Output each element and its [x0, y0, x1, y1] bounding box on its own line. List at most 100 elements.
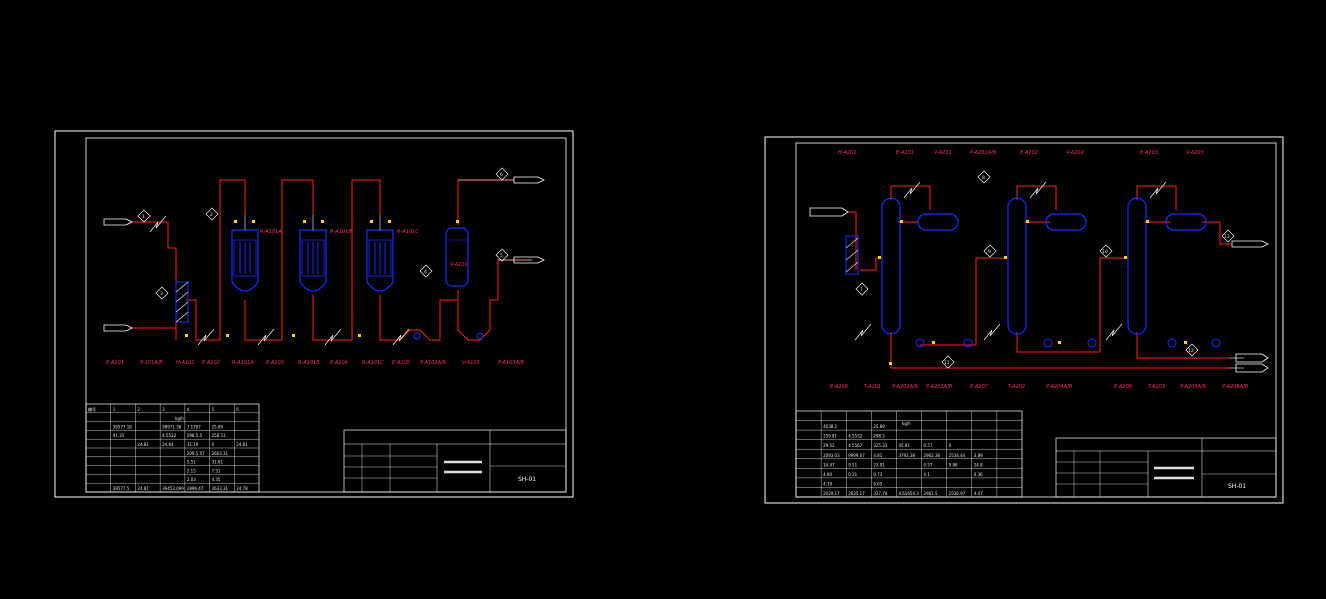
sheet-2-table-cell: 9.51	[848, 462, 857, 467]
sheet-1-table-cell: 31.61	[212, 460, 224, 465]
sheet-2-arrows	[809, 207, 1269, 373]
sheet-2-stream-7: 7	[860, 287, 863, 293]
sheet-2-stream-8: 8	[982, 175, 985, 181]
sheet-2-top-7: V-A203	[1186, 150, 1204, 156]
sheet-1-pump-icons	[413, 332, 484, 340]
sheet-2-valve-markers	[878, 220, 1187, 365]
sheet-2-stream-13: 13	[1224, 234, 1230, 240]
sheet-1-stream-2: 2	[210, 212, 213, 218]
sheet-1-table-header-cell: 5	[212, 407, 215, 412]
sheet-2-table-cell: 4.1	[924, 472, 931, 477]
sheet-1-eq-0: E-A101	[106, 360, 124, 366]
sheet-2-bot-5: T-A202	[1008, 384, 1025, 390]
sheet-2-pump-icons	[915, 338, 1221, 348]
sheet-2-table-cell: 14.47	[823, 462, 835, 467]
sheet-1-table-cell: 39577.18	[113, 424, 133, 429]
sheet-1-reactor-r-a101b-icon	[299, 215, 327, 292]
sheet-1-eq-2: H-A101	[176, 360, 195, 366]
sheet-2-table-cell: 2962.36	[924, 453, 941, 458]
sheet-1-table-cell: 39577.5	[113, 486, 130, 491]
sheet-2-utility-lines	[1230, 357, 1244, 369]
sheet-2-bot-3: P-A203A/B	[926, 384, 953, 390]
sheet-1-table-header-cell: 6	[236, 407, 239, 412]
sheet-1-equipment-labels: E-A101 P-101A/B H-A101 E-A102 R-A101A E-…	[106, 360, 525, 366]
sheet-1-table-cell: 2603.31	[212, 451, 229, 456]
sheet-2-table-cell: 4.5532	[848, 434, 862, 439]
sheet-1-inner-frame	[85, 137, 567, 493]
sheet-2-table-cell: 2093.03	[823, 453, 840, 458]
sheet-1-eq-3: E-A102	[202, 360, 220, 366]
sheet-1-table-cell: 4.35	[212, 477, 221, 482]
sheet-2-top-6: E-A203	[1140, 150, 1158, 156]
sheet-1-table-header-cell: 3	[162, 407, 165, 412]
sheet-1-table-cell: 24.78	[236, 486, 248, 491]
sheet-1-table-header-cell: 2	[137, 407, 140, 412]
sheet-2-table-cell: 3792.38	[898, 453, 915, 458]
sheet-2-table-cell: 4.47	[974, 491, 983, 496]
sheet-2-table-cell: 2534.44	[949, 453, 966, 458]
sheet-2-table-cell: 0	[949, 443, 952, 448]
sheet-2-stream-10: 10	[1102, 249, 1108, 255]
sheet-2-table-cell: 298.5	[873, 434, 885, 439]
sheet-2-title-block: SH-01	[1055, 437, 1277, 498]
sheet-2-top-1: E-A201	[896, 150, 914, 156]
sheet-1-table-cell: 36453.099	[162, 486, 184, 491]
sheet-1-eq-9: E-A105	[392, 360, 410, 366]
sheet-2-column-t-a203-icon	[1127, 197, 1147, 335]
sheet-1-title-text-block	[440, 456, 486, 478]
sheet-2-table-cell: 2029.17	[823, 491, 840, 496]
sheet-2-table-cell: 0.57	[924, 462, 933, 467]
sheet-1-eq-6: R-A101B	[298, 360, 320, 366]
sheet-2-top-labels: H-A201 E-A201 V-A201 P-A201A/B E-A202 V-…	[838, 150, 1204, 156]
sheet-2-table-cell: 0.31	[848, 472, 857, 477]
sheet-2-top-0: H-A201	[838, 150, 857, 156]
sheet-2-bot-8: T-A203	[1148, 384, 1165, 390]
sheet-2-bot-9: P-A205A/B	[1180, 384, 1207, 390]
sheet-1-stream-3: 3	[160, 291, 163, 297]
sheet-1-table-cell: 4.5532	[162, 433, 176, 438]
sheet-2-pipes	[848, 185, 1232, 369]
sheet-1-table-cell: 2896.47	[187, 486, 204, 491]
sheet-1-separator-v-a101-icon	[445, 227, 469, 287]
sheet-2-bot-0: E-A206	[830, 384, 848, 390]
sheet-2-stream-12: 12	[1188, 348, 1194, 354]
sheet-1-table-cell: 91.35	[113, 433, 125, 438]
sheet-2-heater-symbols	[854, 181, 1167, 341]
sheet-2-bot-6: P-A204A/B	[1046, 384, 1073, 390]
sheet-2-table-cell: 0.57	[924, 443, 933, 448]
sheet-2-bot-7: E-A208	[1114, 384, 1132, 390]
sheet-2-table-cell: 4.5567	[848, 443, 862, 448]
sheet-2-table-cell: 9999.07	[848, 453, 865, 458]
sheet-2-table-cell: 6.05	[873, 481, 882, 486]
sheet-1-table-cell: 24.81	[137, 442, 149, 447]
sheet-1: 1 2 3 4 5 6 R-A101A R-A101B R-A101C V-A1…	[54, 130, 574, 498]
sheet-1-table-cell: 5.51	[187, 460, 196, 465]
sheet-2-bot-1: T-A201	[864, 384, 881, 390]
sheet-2-top-3: P-A201A/B	[970, 150, 997, 156]
sheet-1-table-header-cell: 4	[187, 407, 190, 412]
sheet-2-table-cell: 259.81	[823, 434, 837, 439]
sheet-1-table-cell: 24.64	[162, 442, 174, 447]
sheet-1-table-header-cell: 1	[113, 407, 116, 412]
sheet-1-feed-arrows	[103, 176, 545, 332]
sheet-2-inner-frame	[795, 142, 1277, 498]
sheet-2-table-cell: 2635.17	[848, 491, 865, 496]
sheet-1-tag-r-a101c: R-A101C	[397, 229, 419, 235]
sheet-1-table-cell: 0	[212, 442, 215, 447]
sheet-1-table-cell: 258.51	[212, 433, 226, 438]
sheet-2-outer-frame	[764, 136, 1284, 504]
sheet-1-outer-frame	[54, 130, 574, 498]
sheet-1-table-cell: 25.89	[212, 424, 224, 429]
sheet-1-reactor-r-a101a-icon	[231, 215, 259, 292]
sheet-2-table-cell: 45.91	[898, 443, 910, 448]
sheet-2-table-unit: kg/h	[902, 421, 911, 426]
sheet-1-table-cell: 209.5.07	[187, 451, 205, 456]
sheet-1-heater-symbols	[149, 215, 410, 346]
sheet-2-table-cell: 325.33	[873, 443, 887, 448]
sheet-1-table-header-cell: 编号	[88, 406, 96, 412]
sheet-2-table-cell: 2536.97	[949, 491, 966, 496]
sheet-1-table-unit: kg/h	[175, 416, 184, 421]
sheet-2-table-cell: 25.89	[873, 424, 885, 429]
